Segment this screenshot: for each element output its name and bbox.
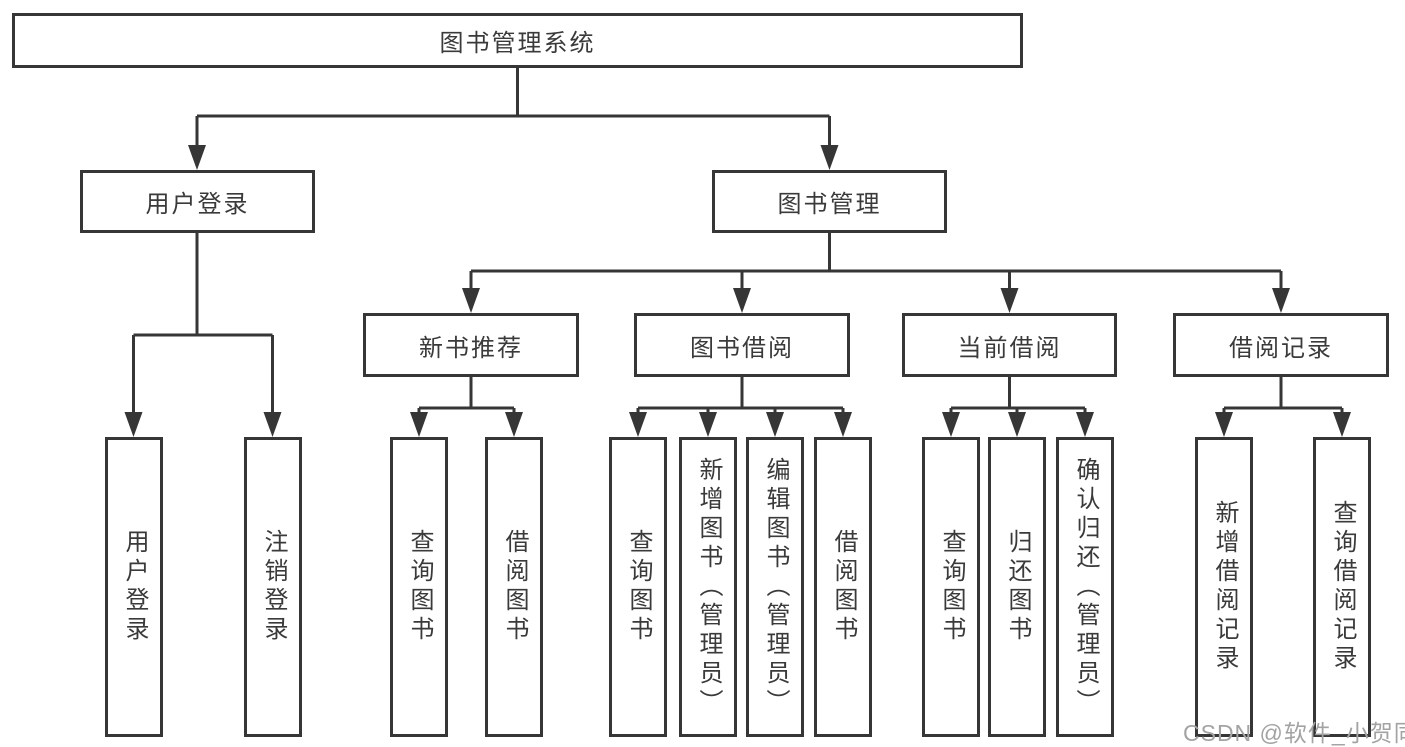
watermark-text: CSDN @软件_小贺同 (1183, 720, 1405, 746)
node-leaf-user-login: 用户登录 (105, 437, 163, 737)
node-leaf-add-borrow-record: 新增借阅记录 (1195, 437, 1253, 737)
node-leaf-query-books-borrow: 查询图书 (609, 437, 667, 737)
node-leaf-add-books-admin: 新增图书（管理员） (679, 437, 737, 737)
node-leaf-borrow-books: 借阅图书 (814, 437, 872, 737)
node-user-login: 用户登录 (80, 170, 315, 233)
node-leaf-confirm-return-admin: 确认归还（管理员） (1056, 437, 1114, 737)
node-leaf-logout: 注销登录 (244, 437, 302, 737)
node-borrowing-records: 借阅记录 (1173, 313, 1389, 377)
node-new-book-recommendation: 新书推荐 (363, 313, 579, 377)
node-leaf-edit-books-admin: 编辑图书（管理员） (746, 437, 804, 737)
node-book-management: 图书管理 (712, 170, 947, 233)
node-leaf-return-books: 归还图书 (988, 437, 1046, 737)
node-leaf-borrow-books-recommend: 借阅图书 (485, 437, 543, 737)
node-leaf-query-books-current: 查询图书 (922, 437, 980, 737)
node-leaf-query-borrow-record: 查询借阅记录 (1313, 437, 1371, 737)
node-library-management-system: 图书管理系统 (12, 13, 1023, 68)
node-leaf-query-books-recommend: 查询图书 (390, 437, 448, 737)
node-book-borrowing: 图书借阅 (634, 313, 850, 377)
node-current-borrowing: 当前借阅 (902, 313, 1117, 377)
csdn-watermark: CSDN @软件_小贺同学 (1183, 714, 1405, 747)
